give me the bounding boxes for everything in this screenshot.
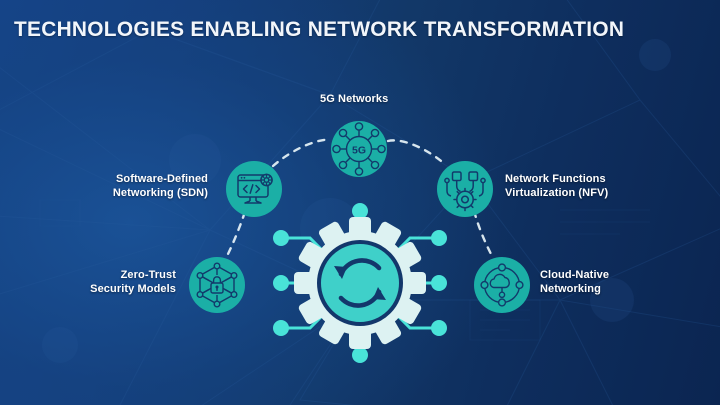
circuit-dot-upper-left <box>273 230 289 246</box>
trace-upper-right <box>396 236 432 252</box>
label-sdn-line2: Networking (SDN) <box>112 187 208 199</box>
network-transformation-hub[interactable] <box>294 217 426 349</box>
circuit-dot-right-mid <box>431 275 447 291</box>
5g-hub-spoke-icon <box>332 122 386 176</box>
node-5g[interactable]: 5G <box>331 121 387 177</box>
circuit-dot-lower-right <box>431 320 447 336</box>
label-nfv: Network Functions Virtualization (NFV) <box>505 172 608 200</box>
label-sdn-line1: Software-Defined <box>115 173 208 185</box>
label-nfv-line1: Network Functions <box>505 173 606 185</box>
connector-dashed-lines <box>225 138 494 258</box>
circuit-dots <box>273 203 447 363</box>
circuit-dot-left-mid <box>273 275 289 291</box>
hexagon-mesh-padlock-icon <box>196 262 238 308</box>
label-5g-line1: 5G Networks <box>320 93 389 105</box>
cloud-network-nodes-icon <box>480 263 524 307</box>
connector-5g-to-nfv <box>386 139 448 167</box>
padlock-icon <box>210 276 224 294</box>
node-sdn[interactable] <box>226 161 282 217</box>
connector-sdn-to-zerotrust <box>225 210 247 258</box>
trace-upper-left <box>288 236 324 252</box>
label-cloud-native-line2: Networking <box>540 283 601 295</box>
gear-with-sync-arrows-icon <box>294 217 426 349</box>
trace-lower-right <box>396 314 432 330</box>
circuit-dot-top <box>352 203 368 219</box>
connector-sdn-to-5g <box>271 138 333 168</box>
label-zero-trust-line2: Security Models <box>90 283 176 295</box>
circuit-dot-lower-left <box>273 320 289 336</box>
label-zero-trust-line1: Zero-Trust <box>120 269 176 281</box>
gear-virtualization-tree-icon <box>444 171 486 212</box>
circuit-dot-bottom <box>352 347 368 363</box>
connector-nfv-to-cloudnative <box>472 209 494 258</box>
node-cloud-native[interactable] <box>474 257 530 313</box>
node-zero-trust[interactable] <box>189 257 245 313</box>
page-title: TECHNOLOGIES ENABLING NETWORK TRANSFORMA… <box>14 17 625 41</box>
label-sdn: Software-Defined Networking (SDN) <box>0 172 220 200</box>
label-zero-trust: Zero-Trust Security Models <box>0 268 188 296</box>
label-cloud-native-line1: Cloud-Native <box>540 269 610 281</box>
5g-icon-text: 5G <box>352 144 366 156</box>
monitor-code-gear-icon <box>237 173 273 204</box>
label-5g: 5G Networks <box>320 92 388 106</box>
label-nfv-line2: Virtualization (NFV) <box>505 187 609 199</box>
circuit-dot-upper-right <box>431 230 447 246</box>
label-cloud-native: Cloud-Native Networking <box>540 268 609 296</box>
trace-lower-left <box>288 314 324 330</box>
node-nfv[interactable] <box>437 161 493 217</box>
sync-arrow-heads <box>334 266 386 300</box>
